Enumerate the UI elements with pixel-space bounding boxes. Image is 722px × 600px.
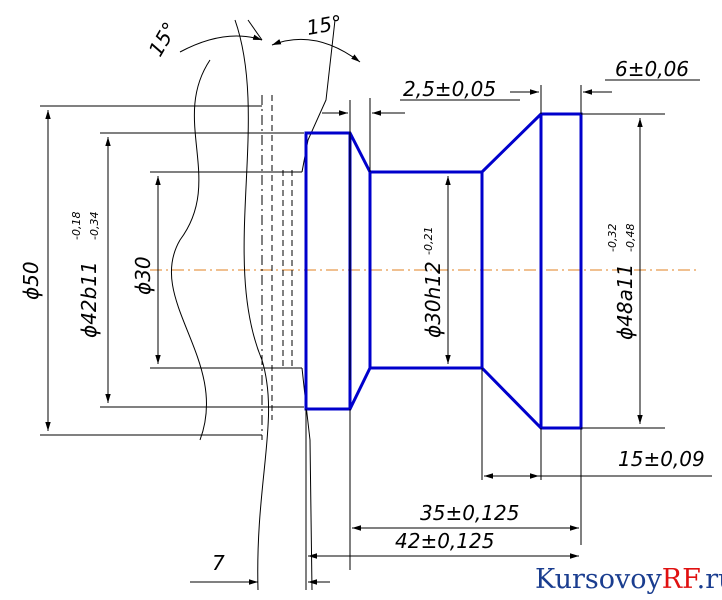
dim-15: 15±0,09 xyxy=(618,447,705,471)
dim-2-5: 2,5±0,05 xyxy=(403,77,496,101)
dimension-lines xyxy=(45,19,712,590)
dim-d30h12: ϕ30h12 xyxy=(421,261,445,338)
dim-d42-lower: -0,34 xyxy=(88,212,101,240)
watermark: KursovoyRF.ru xyxy=(535,564,722,595)
dim-d42-main: ϕ42b11 xyxy=(77,261,101,338)
dim-d42-upper: -0,18 xyxy=(70,212,83,240)
dim-d30: ϕ30 xyxy=(131,256,155,295)
watermark-part3: .ru xyxy=(697,564,722,595)
dim-d48-main: ϕ48a11 xyxy=(613,264,637,340)
dim-d48-lower: -0,48 xyxy=(624,224,637,252)
dim-d50: ϕ50 xyxy=(19,261,43,300)
dim-35: 35±0,125 xyxy=(420,501,519,525)
dim-42: 42±0,125 xyxy=(395,529,494,553)
watermark-part1: Kursovoy xyxy=(535,564,662,595)
dim-d48-upper: -0,32 xyxy=(606,224,619,252)
dimension-texts: 15° 15° ϕ50 ϕ42b11 -0,18 -0,34 ϕ30 ϕ30h1… xyxy=(19,10,705,575)
angle-label-right: 15° xyxy=(305,10,344,40)
dim-6: 6±0,06 xyxy=(615,57,689,81)
watermark-part2: RF xyxy=(662,564,700,595)
dim-7: 7 xyxy=(212,551,225,575)
angle-label-left: 15° xyxy=(144,18,183,61)
blank-outline xyxy=(40,19,336,591)
dim-d30h12-tol: -0,21 xyxy=(422,227,435,255)
